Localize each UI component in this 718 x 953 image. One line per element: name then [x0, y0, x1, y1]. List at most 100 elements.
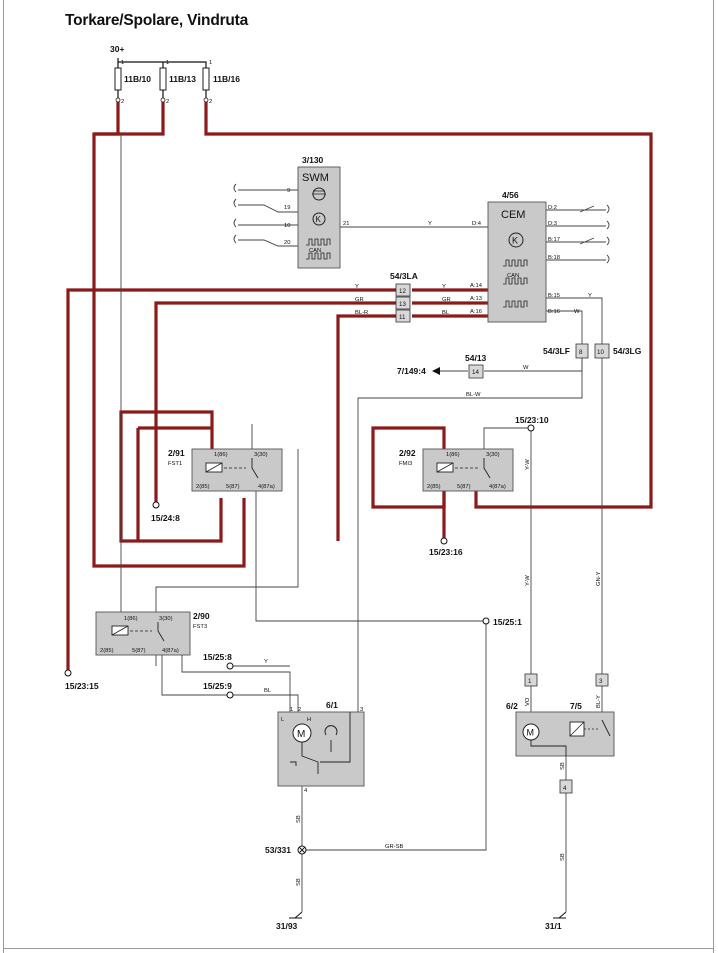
- power-wires: [66, 100, 653, 673]
- cem-pin: B:15: [548, 293, 560, 299]
- ground-icon: [289, 911, 303, 919]
- connector-id: 54/3LG: [613, 346, 642, 356]
- reference-points: 15/24:8 15/23:16 15/23:10 15/25:1 15/25:…: [64, 415, 567, 931]
- connector-pin: 12: [399, 288, 406, 295]
- wire-color-label: Y: [428, 221, 432, 227]
- svg-text:BL-Y: BL-Y: [596, 695, 602, 708]
- swm-pin: 20: [284, 240, 290, 246]
- relay-pin: 1(86): [214, 452, 228, 458]
- svg-text:GR-SB: GR-SB: [385, 844, 403, 850]
- connector-pin: 8: [579, 349, 583, 356]
- ref-point-label: 53/331: [265, 845, 291, 855]
- relay-pin: 5(87): [457, 484, 471, 490]
- fuse-pin-bottom: 2: [166, 99, 169, 105]
- swm-pin: 21: [343, 221, 349, 227]
- svg-text:SB: SB: [296, 815, 302, 823]
- ref-point-label: 31/93: [276, 921, 298, 931]
- svg-text:Y-W: Y-W: [525, 575, 531, 586]
- fuse-label: 11B/13: [169, 74, 196, 84]
- connector-id: 54/3LF: [543, 346, 570, 356]
- svg-text:K: K: [316, 215, 322, 224]
- ref-point-label: 15/23:10: [515, 415, 549, 425]
- svg-text:2: 2: [298, 707, 301, 713]
- relay-fst3: 2/90 FST3 1(86) 3(30) 2(85) 5(87) 4(87a): [95, 611, 210, 656]
- cem-pin: B:16: [548, 309, 560, 315]
- swm-pin: 10: [284, 223, 290, 229]
- svg-text:M: M: [527, 728, 535, 738]
- supply-label: 30+: [110, 44, 124, 54]
- wire-color-label: Y: [355, 284, 359, 290]
- connector-pin: 13: [399, 301, 406, 308]
- relay-pin: 4(87a): [489, 484, 506, 490]
- swm-module: 3/130 SWM K CAN 9 19 10 20 21 Y: [233, 155, 432, 269]
- fuse-label: 11B/16: [213, 74, 240, 84]
- svg-text:SB: SB: [560, 853, 566, 861]
- connector-54-3lg: 10 54/3LG: [594, 343, 642, 359]
- relay-pin: 2(85): [100, 648, 114, 654]
- frame-left-border: [3, 0, 4, 953]
- fuse-pin-bottom: 2: [209, 99, 212, 105]
- relay-id: 2/90: [193, 611, 210, 621]
- relay-pin: 1(86): [124, 616, 138, 622]
- fuse-pin-top: 1: [166, 60, 169, 66]
- connector-id: 54/13: [465, 353, 487, 363]
- k-icon: [312, 212, 326, 226]
- relay-id: 2/92: [399, 448, 416, 458]
- swm-pin: 9: [287, 188, 290, 194]
- fuse-11b13: 1 2 11B/13: [159, 60, 196, 105]
- can-signal-icon: [306, 238, 331, 246]
- connector-pin: 10: [597, 349, 604, 356]
- relay-pin: 4(87a): [162, 648, 179, 654]
- wire-color-label: BL-W: [466, 392, 481, 398]
- relay-name: FST1: [168, 461, 182, 467]
- wiper-motor: 6/1 L 1 2 H 3 4 M: [277, 700, 365, 794]
- wire-color-label: W: [574, 309, 580, 315]
- wire-color-label: BL: [442, 310, 450, 316]
- fuse-label: 11B/10: [124, 74, 151, 84]
- connector-54-3la: 54/3LA 12 13 11 Y GR BL-R Y GR BL: [355, 271, 451, 323]
- svg-text:Y-W: Y-W: [525, 459, 531, 470]
- fuse-pin-top: 1: [209, 60, 212, 66]
- frame-bottom-border: [3, 948, 714, 949]
- horn-icon-detail: [312, 190, 326, 195]
- relay-name: FST3: [193, 624, 207, 630]
- signal-icon: [503, 300, 528, 308]
- fuse-11b10: 1 2 11B/10: [114, 60, 151, 105]
- connector-pin: 4: [563, 785, 567, 792]
- ref-point-label: 15/23:16: [429, 547, 463, 557]
- relay-pin: 5(87): [226, 484, 240, 490]
- wiper-cam-icon: [324, 725, 338, 736]
- can-label: CAN: [507, 273, 519, 279]
- svg-text:BL: BL: [264, 688, 272, 694]
- signal-wires: [120, 134, 606, 912]
- connector-id: 54/3LA: [390, 271, 418, 281]
- svg-text:GN-Y: GN-Y: [596, 571, 602, 586]
- wire-color-label: BL-R: [355, 310, 368, 316]
- k-icon: [508, 232, 524, 248]
- relay-pin: 2(85): [427, 484, 441, 490]
- relay-pin: 5(87): [132, 648, 146, 654]
- cem-pin: D:2: [548, 205, 557, 211]
- fuse-block: 30+ 1 2 11B/10 1 2 11B/13 1 2 11B/16: [110, 44, 240, 105]
- cem-pin: A:16: [470, 309, 482, 315]
- relay-pin: 2(85): [196, 484, 210, 490]
- cem-name: CEM: [501, 209, 525, 221]
- cem-id: 4/56: [502, 190, 519, 200]
- relay-pin: 4(87a): [258, 484, 275, 490]
- relay-name: FMI3: [399, 461, 412, 467]
- connector-54-13: 54/13 14 7/149:4 W BL-W: [397, 353, 529, 398]
- relay-pin: 3(30): [159, 616, 173, 622]
- relay-pin: 1(86): [446, 452, 460, 458]
- svg-text:K: K: [512, 236, 518, 246]
- cem-pin: B:18: [548, 255, 560, 261]
- svg-text:1: 1: [528, 678, 532, 685]
- can-label: CAN: [309, 248, 321, 254]
- washer-assembly: 1 3 6/2 7/5 M 4: [506, 673, 615, 794]
- cem-pin: A:13: [470, 296, 482, 302]
- relay-fst1: 2/91 FST1 1(86) 3(30) 2(85) 5(87) 4(87a): [168, 448, 283, 492]
- swm-pin: 19: [284, 205, 290, 211]
- cem-pin: D:3: [548, 221, 557, 227]
- arrow-left-icon: [432, 367, 440, 375]
- page-title: Torkare/Spolare, Vindruta: [65, 12, 249, 29]
